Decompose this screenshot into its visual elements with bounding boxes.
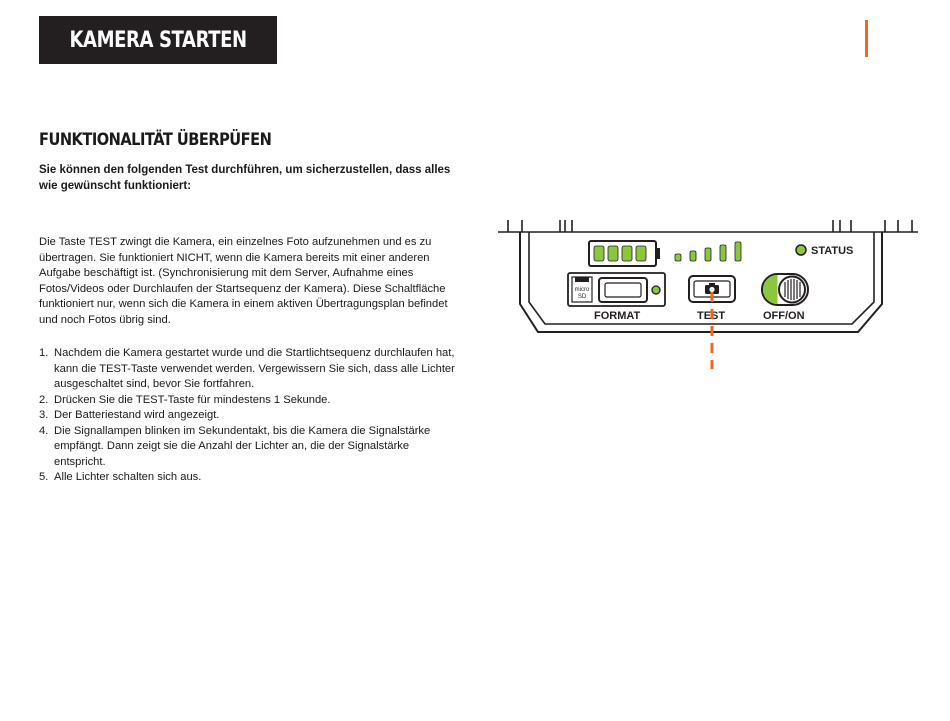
list-item: 1. Nachdem die Kamera gestartet wurde und… bbox=[39, 346, 457, 393]
panel-top-rail bbox=[498, 220, 918, 233]
steps-list: 1. Nachdem die Kamera gestartet wurde und… bbox=[39, 346, 457, 486]
list-item: 4. Die Signallampen blinken im Sekundenta… bbox=[39, 424, 457, 471]
format-led bbox=[651, 285, 661, 295]
camera-icon bbox=[705, 283, 719, 294]
panel-housing-outer bbox=[519, 232, 883, 333]
intro-text: Sie können den folgenden Test durchführe… bbox=[39, 164, 451, 192]
battery-level-led bbox=[621, 245, 633, 262]
signal-led bbox=[689, 250, 697, 262]
list-item: 2. Drücken Sie die TEST-Taste für mindest… bbox=[39, 393, 457, 409]
list-item: 5. Alle Lichter schalten sich aus. bbox=[39, 470, 457, 486]
sd-card-slot: micro SD bbox=[567, 272, 666, 307]
step-number: 3. bbox=[39, 409, 49, 421]
battery-level-led bbox=[607, 245, 619, 262]
description-text: Die Taste TEST zwingt die Kamera, ein ei… bbox=[39, 236, 448, 326]
page-header-title: KAMERA STARTEN bbox=[69, 27, 247, 53]
battery-icon bbox=[588, 240, 660, 267]
step-number: 2. bbox=[39, 393, 49, 406]
step-text: Nachdem die Kamera gestartet wurde und d… bbox=[54, 347, 455, 390]
step-text: Die Signallampen blinken im Sekundentakt… bbox=[54, 424, 431, 468]
format-label: FORMAT bbox=[594, 310, 641, 322]
camera-control-panel: STATUS micro SD FORMAT TEST OFF/ON bbox=[498, 220, 918, 369]
step-text: Alle Lichter schalten sich aus. bbox=[54, 471, 202, 483]
signal-led bbox=[719, 244, 727, 262]
test-button[interactable] bbox=[688, 275, 736, 303]
signal-led bbox=[734, 241, 742, 262]
step-number: 5. bbox=[39, 471, 49, 483]
panel-housing-inner bbox=[528, 232, 875, 325]
battery-level-led bbox=[635, 245, 647, 262]
status-led bbox=[795, 244, 807, 256]
power-label: OFF/ON bbox=[763, 310, 805, 322]
sd-card-label: SD bbox=[578, 294, 587, 300]
power-switch[interactable] bbox=[761, 273, 809, 306]
accent-bar bbox=[865, 20, 868, 57]
sd-card-label: micro bbox=[575, 287, 590, 293]
step-text: Der Batteriestand wird angezeigt. bbox=[54, 409, 220, 421]
signal-led bbox=[704, 247, 712, 262]
step-text: Drücken Sie die TEST-Taste für mindesten… bbox=[54, 393, 331, 406]
list-item: 3. Der Batteriestand wird angezeigt. bbox=[39, 408, 457, 424]
header-banner: KAMERA STARTEN bbox=[39, 16, 277, 64]
section-title: FUNKTIONALITÄT ÜBERPÜFEN bbox=[39, 130, 272, 150]
step-number: 1. bbox=[39, 347, 49, 359]
signal-led bbox=[674, 253, 682, 262]
status-label: STATUS bbox=[811, 245, 853, 257]
step-number: 4. bbox=[39, 424, 49, 437]
battery-level-led bbox=[593, 245, 605, 262]
signal-strength-leds bbox=[674, 241, 742, 262]
